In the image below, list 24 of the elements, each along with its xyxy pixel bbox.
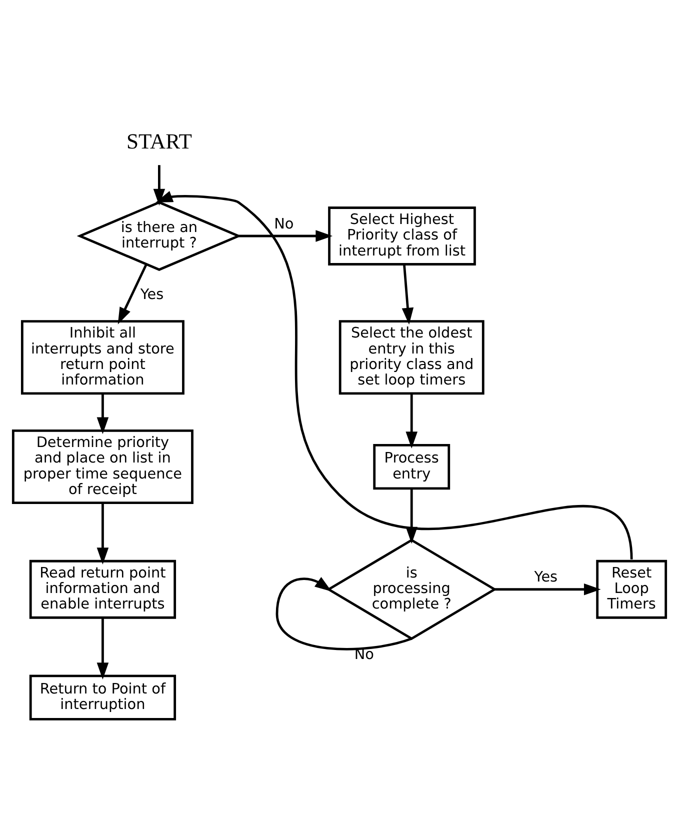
edge-label: No — [274, 216, 294, 232]
node-box: Select Highest Priority class of interrupt from list — [328, 206, 476, 265]
node-diamond: is processing complete ? — [326, 538, 497, 640]
node-box: Read return point information and enable interrupts — [29, 559, 176, 618]
arrow — [406, 393, 418, 448]
arrow — [402, 264, 414, 324]
node-box: Process entry — [373, 443, 450, 490]
arrow — [494, 582, 601, 595]
arrow — [156, 190, 633, 559]
arrow — [118, 264, 148, 324]
arrow — [153, 164, 166, 206]
arrow — [96, 393, 109, 434]
node-text: START — [126, 129, 192, 154]
arrow — [238, 230, 333, 242]
node-box: Return to Point of interruption — [29, 674, 176, 720]
node-box: Inhibit all interrupts and store return point information — [20, 320, 184, 394]
edge-label: Yes — [534, 569, 558, 586]
arrow — [96, 502, 109, 564]
arrow — [276, 576, 412, 650]
node-box: Reset Loop Timers — [596, 559, 668, 618]
node-box: Determine priority and place on list in proper time sequence of receipt — [12, 429, 194, 504]
edge-label: Yes — [140, 286, 164, 303]
node-box: Select the oldest entry in this priority class and set loop timers — [338, 320, 484, 394]
arrow — [96, 617, 109, 680]
